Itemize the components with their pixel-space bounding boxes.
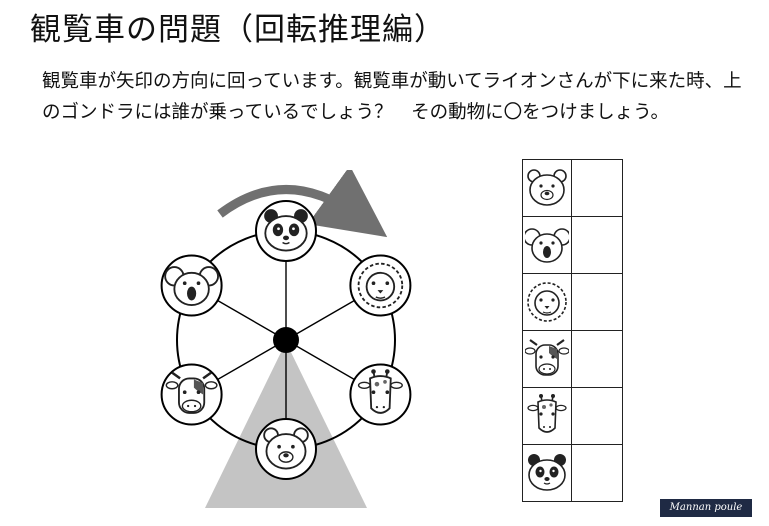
koala-icon (164, 266, 219, 306)
answer-row-giraffe (522, 387, 623, 445)
answer-row-koala (522, 216, 623, 274)
panda-icon (264, 209, 308, 252)
answer-mark-cell-lion[interactable] (571, 273, 623, 331)
ferris-wheel (160, 170, 412, 508)
cow-icon (522, 330, 572, 388)
gondola-top (255, 200, 317, 262)
answer-mark-cell-bear[interactable] (571, 159, 623, 217)
answer-row-panda (522, 444, 623, 502)
brand-badge: Mannan poule (660, 499, 752, 517)
gondola-lower-right (349, 363, 412, 426)
koala-icon (522, 216, 572, 274)
wheel-hub (273, 327, 299, 353)
giraffe-icon (522, 387, 572, 445)
answer-mark-cell-koala[interactable] (571, 216, 623, 274)
lion-icon (522, 273, 572, 331)
answer-table (522, 159, 623, 502)
cow-icon (165, 371, 218, 414)
answer-row-bear (522, 159, 623, 217)
answer-row-cow (522, 330, 623, 388)
gondola-lower-left (160, 363, 223, 426)
page-title: 観覧車の問題（回転推理編） (30, 12, 446, 48)
bear-icon (263, 427, 309, 470)
clockwise-arrow-icon (217, 170, 388, 238)
answer-mark-cell-panda[interactable] (571, 444, 623, 502)
answer-mark-cell-giraffe[interactable] (571, 387, 623, 445)
lion-icon (357, 262, 404, 309)
giraffe-icon (357, 369, 403, 414)
gondola-bottom (255, 418, 317, 480)
question-text: 観覧車が矢印の方向に回っています。観覧車が動いてライオンさんが下に来た時、上のゴ… (42, 71, 742, 123)
panda-icon (522, 444, 572, 502)
bear-icon (522, 159, 572, 217)
answer-mark-cell-cow[interactable] (571, 330, 623, 388)
gondola-upper-right (349, 254, 412, 317)
answer-row-lion (522, 273, 623, 331)
gondola-upper-left (160, 254, 223, 317)
